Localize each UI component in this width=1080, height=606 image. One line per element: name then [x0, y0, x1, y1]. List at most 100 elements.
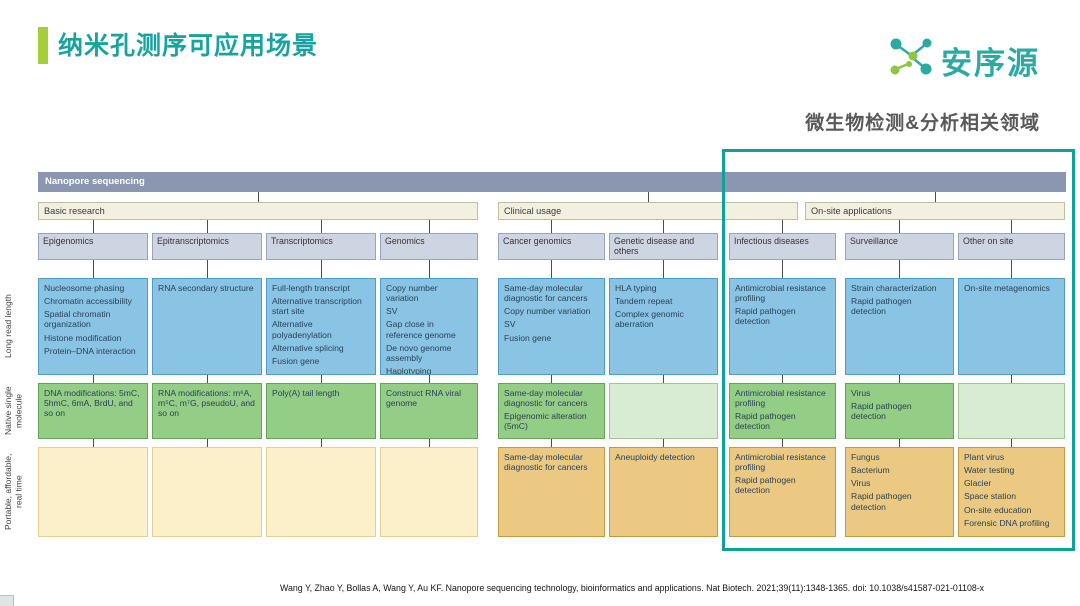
connector — [1011, 375, 1012, 383]
connector — [782, 220, 783, 233]
connector — [782, 260, 783, 278]
connector — [92, 220, 94, 233]
application-item: Complex genomic aberration — [615, 309, 684, 330]
application-item: Copy number variation — [504, 306, 591, 317]
row-label-native-single-molecule: Native single molecule — [3, 386, 24, 436]
connector — [782, 439, 783, 447]
connector — [935, 192, 936, 202]
connector — [899, 260, 900, 278]
application-item: Rapid pathogen detection — [735, 475, 796, 496]
connector — [899, 220, 900, 233]
application-item: Same-day molecular diagnostic for cancer… — [504, 388, 588, 409]
row-label-long-read-length: Long read length — [3, 294, 13, 359]
application-item: Strain characterization — [851, 283, 937, 293]
connector — [206, 260, 208, 278]
application-item: Alternative splicing — [272, 342, 344, 353]
logo-text: 安序源 — [941, 46, 1040, 81]
connector — [551, 439, 552, 447]
connector — [258, 192, 259, 202]
application-item: Fusion gene — [504, 332, 552, 343]
application-item: Rapid pathogen detection — [851, 401, 912, 422]
application-item: Space station — [964, 491, 1017, 502]
application-item: Fungus — [851, 452, 880, 462]
application-item: Antimicrobial resistance profiling — [735, 388, 826, 409]
citation-text: Wang Y, Zhao Y, Bollas A, Wang Y, Au KF.… — [280, 583, 985, 593]
column-header: Genetic disease and others — [609, 233, 718, 260]
application-item: Full-length transcript — [272, 283, 350, 293]
connector — [663, 439, 664, 447]
connector — [206, 375, 208, 383]
logo-molecule-icon — [887, 36, 935, 85]
application-item: Forensic DNA profiling — [964, 517, 1050, 528]
long-read-cell: RNA secondary structure — [152, 278, 262, 375]
application-item: Poly(A) tail length — [272, 388, 340, 398]
application-item: SV — [504, 319, 516, 330]
application-item: Water testing — [964, 465, 1015, 476]
connector — [1011, 439, 1012, 447]
column-header: Other on site — [958, 233, 1065, 260]
application-item: DNA modifications: 5mC, 5hmC, 6mA, BrdU,… — [44, 388, 140, 419]
group-clinical-usage: Clinical usage — [498, 202, 798, 220]
portable-cell — [380, 447, 478, 537]
column-header: Transcriptomics — [266, 233, 376, 260]
title-accent-bar — [38, 27, 48, 64]
connector — [1011, 260, 1012, 278]
connector — [320, 220, 322, 233]
connector — [663, 260, 664, 278]
application-item: Antimicrobial resistance profiling — [735, 283, 826, 304]
application-item: Alternative transcription start site — [272, 296, 362, 317]
long-read-cell: On-site metagenomics — [958, 278, 1065, 375]
portable-cell: Same-day molecular diagnostic for cancer… — [498, 447, 605, 537]
connector — [428, 220, 430, 233]
microbial-section-label: 微生物检测&分析相关领域 — [805, 113, 1040, 134]
application-item: Virus — [851, 388, 871, 398]
application-item: Haplotyping — [386, 365, 432, 375]
native-single-cell: Same-day molecular diagnostic for cancer… — [498, 383, 605, 439]
long-read-cell: Same-day molecular diagnostic for cancer… — [498, 278, 605, 375]
group-on-site-applications: On-site applications — [805, 202, 1065, 220]
column-header: Cancer genomics — [498, 233, 605, 260]
application-item: Spatial chromatin organization — [44, 309, 111, 330]
column-other-on-site: Other on site On-site metagenomics Plant… — [958, 220, 1065, 538]
portable-cell: Aneuploidy detection — [609, 447, 718, 537]
portable-cell — [266, 447, 376, 537]
connector — [320, 375, 322, 383]
connector — [428, 375, 430, 383]
application-item: Bacterium — [851, 465, 890, 476]
application-item: Glacier — [964, 478, 992, 489]
application-item: Same-day molecular diagnostic for cancer… — [504, 283, 588, 304]
native-single-cell — [958, 383, 1065, 439]
connector — [320, 439, 322, 447]
connector — [551, 260, 552, 278]
connector — [428, 260, 430, 278]
application-item: Nucleosome phasing — [44, 283, 125, 293]
connector — [92, 260, 94, 278]
application-item: Aneuploidy detection — [615, 452, 695, 462]
nanopore-sequencing-bar: Nanopore sequencing — [38, 172, 1066, 192]
application-item: SV — [386, 306, 398, 317]
application-item: Rapid pathogen detection — [851, 296, 912, 317]
application-item: Rapid pathogen detection — [735, 306, 796, 327]
connector — [428, 439, 430, 447]
column-cancer-genomics: Cancer genomics Same-day molecular diagn… — [498, 220, 605, 538]
connector — [92, 375, 94, 383]
application-item: Same-day molecular diagnostic for cancer… — [504, 452, 588, 473]
application-item: Gap close in reference genome — [386, 319, 456, 340]
application-item: Tandem repeat — [615, 296, 673, 307]
native-single-cell — [609, 383, 718, 439]
application-item: De novo genome assembly — [386, 342, 452, 363]
native-single-cell: RNA modifications: m⁶A, m⁵C, m⁷G, pseudo… — [152, 383, 262, 439]
application-item: On-site education — [964, 504, 1032, 515]
company-logo: 安序源 — [887, 36, 1040, 85]
